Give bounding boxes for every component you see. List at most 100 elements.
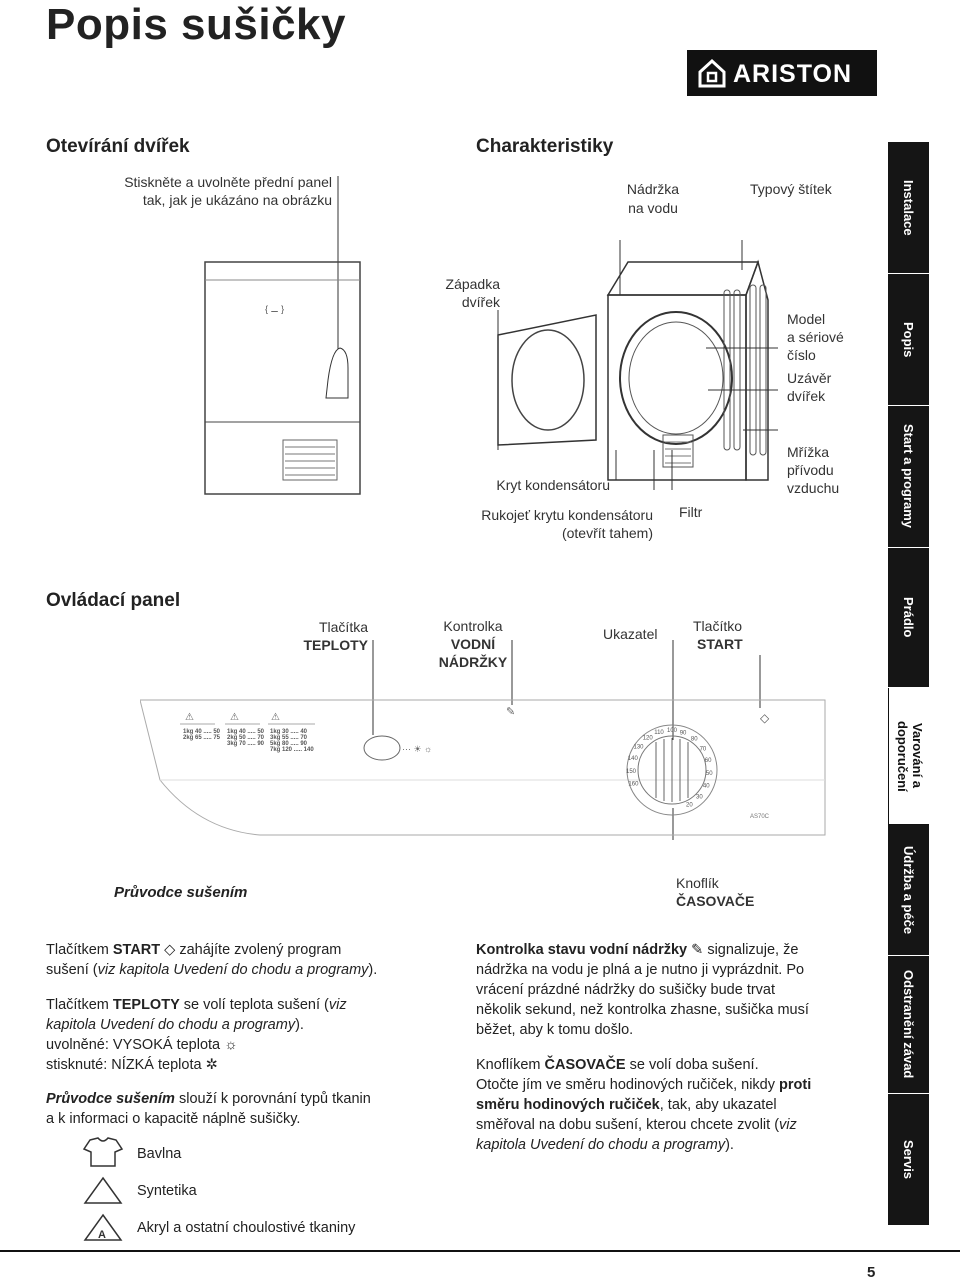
dial-mark: 100 — [667, 728, 678, 734]
label-start-2: START — [697, 636, 743, 652]
door-instruction-2: tak, jak je ukázáno na obrázku — [142, 192, 332, 208]
dial-mark: 30 — [696, 795, 703, 801]
dial-mark: 70 — [700, 746, 707, 752]
label-grille-1: Mřížka — [787, 444, 829, 460]
svg-text:◇: ◇ — [760, 711, 770, 725]
dryer-front-illustration: { ⚊ } — [204, 176, 361, 495]
door-instruction-1: Stiskněte a uvolněte přední panel — [124, 174, 332, 190]
fabric-icons: A — [82, 1137, 124, 1241]
label-condenser-handle-2: (otevřít tahem) — [561, 525, 653, 541]
label-latch-1: Západka — [445, 276, 500, 292]
footer-rule — [0, 1250, 960, 1252]
house-logo-icon — [698, 58, 726, 88]
tab-servis[interactable]: Servis — [888, 1094, 929, 1226]
chapter-sidebar: Instalace Popis Start a programy Prádlo … — [888, 142, 960, 1226]
fabric-delicate: Akryl a ostatní choulostivé tkaniny — [137, 1220, 356, 1236]
door-heading: Otevírání dvířek — [46, 136, 190, 157]
dial-mark: 80 — [691, 737, 698, 743]
label-model-1: Model — [787, 311, 826, 327]
delicate-icon — [83, 1213, 123, 1241]
guide-row: 1kg 30 ..... 40 — [270, 729, 308, 735]
guide-row: 7kg 120 ..... 140 — [270, 747, 314, 753]
guide-row: 3kg 55 ..... 70 — [270, 735, 308, 741]
dial-mark: 150 — [626, 769, 637, 775]
dial-mark: 20 — [686, 803, 693, 809]
dial-mark: 50 — [706, 771, 713, 777]
svg-text:A: A — [98, 1229, 106, 1241]
fabric-synthetic: Syntetika — [137, 1183, 197, 1199]
model-code: AS70C — [750, 814, 770, 820]
tab-odstraneni[interactable]: Odstranění závad — [888, 956, 929, 1094]
text-guide-paragraph: Průvodce sušením slouží k porovnání typů… — [46, 1091, 371, 1127]
label-filter: Filtr — [679, 504, 703, 520]
dial-mark: 130 — [634, 745, 645, 751]
svg-text:··· ☀ ☼: ··· ☀ ☼ — [402, 744, 432, 754]
dial-mark: 60 — [705, 758, 712, 764]
label-condenser-handle-1: Rukojeť krytu kondensátoru — [481, 507, 653, 523]
sun-icon: ☼ — [220, 1037, 238, 1053]
text-timer-paragraph: Knoflíkem ČASOVAČE se volí doba sušení. … — [476, 1057, 812, 1153]
guide-row: 1kg 40 ..... 50 — [227, 729, 265, 735]
label-lock-2: dvířek — [787, 388, 826, 404]
label-tank-1: Nádržka — [626, 181, 680, 197]
guide-row: 2kg 65 ..... 75 — [183, 735, 221, 741]
label-timer-knob-2: ČASOVAČE — [676, 893, 755, 909]
label-tank-2: na vodu — [628, 200, 678, 216]
water-tank-icon: ✎ — [687, 942, 708, 958]
label-model-2: a sériové — [787, 329, 844, 345]
brand-name: ARISTON — [733, 60, 853, 88]
guide-row: 1kg 40 ..... 50 — [183, 729, 221, 735]
guide-row: 2kg 50 ..... 70 — [227, 735, 265, 741]
guide-row: 5kg 80 ..... 90 — [270, 741, 308, 747]
label-water-tank-3: NÁDRŽKY — [438, 654, 508, 670]
page-title: Popis sušičky — [46, 0, 346, 49]
label-drying-guide: Průvodce sušením — [114, 884, 248, 901]
label-timer-knob-1: Knoflík — [676, 875, 719, 891]
synthetic-icon — [83, 1176, 123, 1204]
panel-heading: Ovládací panel — [46, 590, 181, 611]
label-grille-2: přívodu — [787, 462, 834, 478]
tab-varovani[interactable]: Varování a doporučení — [888, 688, 929, 825]
guide-row: 3kg 70 ..... 90 — [227, 741, 265, 747]
tab-start-programy[interactable]: Start a programy — [888, 406, 929, 548]
page-number: 5 — [867, 1264, 876, 1281]
svg-text:{ ⚊ }: { ⚊ } — [265, 304, 284, 314]
svg-text:⚠: ⚠ — [185, 712, 194, 723]
start-icon: ◇ — [160, 942, 180, 958]
label-rating-plate: Typový štítek — [750, 181, 832, 197]
label-temp-buttons-2: TEPLOTY — [303, 637, 368, 653]
label-start-1: Tlačítko — [693, 618, 743, 634]
svg-text:✎: ✎ — [506, 706, 515, 718]
features-heading: Charakteristiky — [476, 136, 614, 157]
tab-pradlo[interactable]: Prádlo — [888, 548, 929, 688]
fabric-cotton: Bavlna — [137, 1146, 182, 1162]
svg-text:⚠: ⚠ — [230, 712, 239, 723]
label-model-3: číslo — [787, 347, 816, 363]
text-temp-paragraph: Tlačítkem TEPLOTY se volí teplota sušení… — [46, 997, 347, 1073]
label-grille-3: vzduchu — [787, 480, 840, 496]
label-temp-buttons-1: Tlačítka — [318, 619, 368, 635]
text-start-paragraph: Tlačítkem START ◇ zahájíte zvolený progr… — [46, 942, 378, 978]
label-latch-2: dvířek — [461, 294, 500, 310]
dial-mark: 40 — [703, 784, 710, 790]
dial-mark: 160 — [628, 782, 639, 788]
label-water-tank-2: VODNÍ — [450, 636, 496, 652]
label-indicator: Ukazatel — [603, 626, 658, 642]
svg-text:⚠: ⚠ — [271, 712, 280, 723]
dial-mark: 120 — [643, 736, 654, 742]
tab-udrzba[interactable]: Údržba a péče — [888, 825, 929, 956]
dial-mark: 140 — [628, 756, 639, 762]
tab-instalace[interactable]: Instalace — [888, 142, 929, 274]
label-water-tank-1: Kontrolka — [443, 618, 503, 634]
dial-mark: 90 — [680, 730, 687, 736]
low-temp-icon: ✲ — [201, 1057, 218, 1073]
dial-mark: 110 — [654, 730, 664, 736]
tab-popis[interactable]: Popis — [888, 274, 929, 406]
text-water-tank-paragraph: Kontrolka stavu vodní nádržky ✎ signaliz… — [476, 942, 809, 1038]
dryer-open-illustration — [497, 240, 778, 490]
cotton-icon — [82, 1137, 124, 1167]
brand-logo: ARISTON — [687, 50, 877, 96]
label-condenser-cover: Kryt kondensátoru — [496, 477, 610, 493]
label-lock-1: Uzávěr — [787, 370, 832, 386]
